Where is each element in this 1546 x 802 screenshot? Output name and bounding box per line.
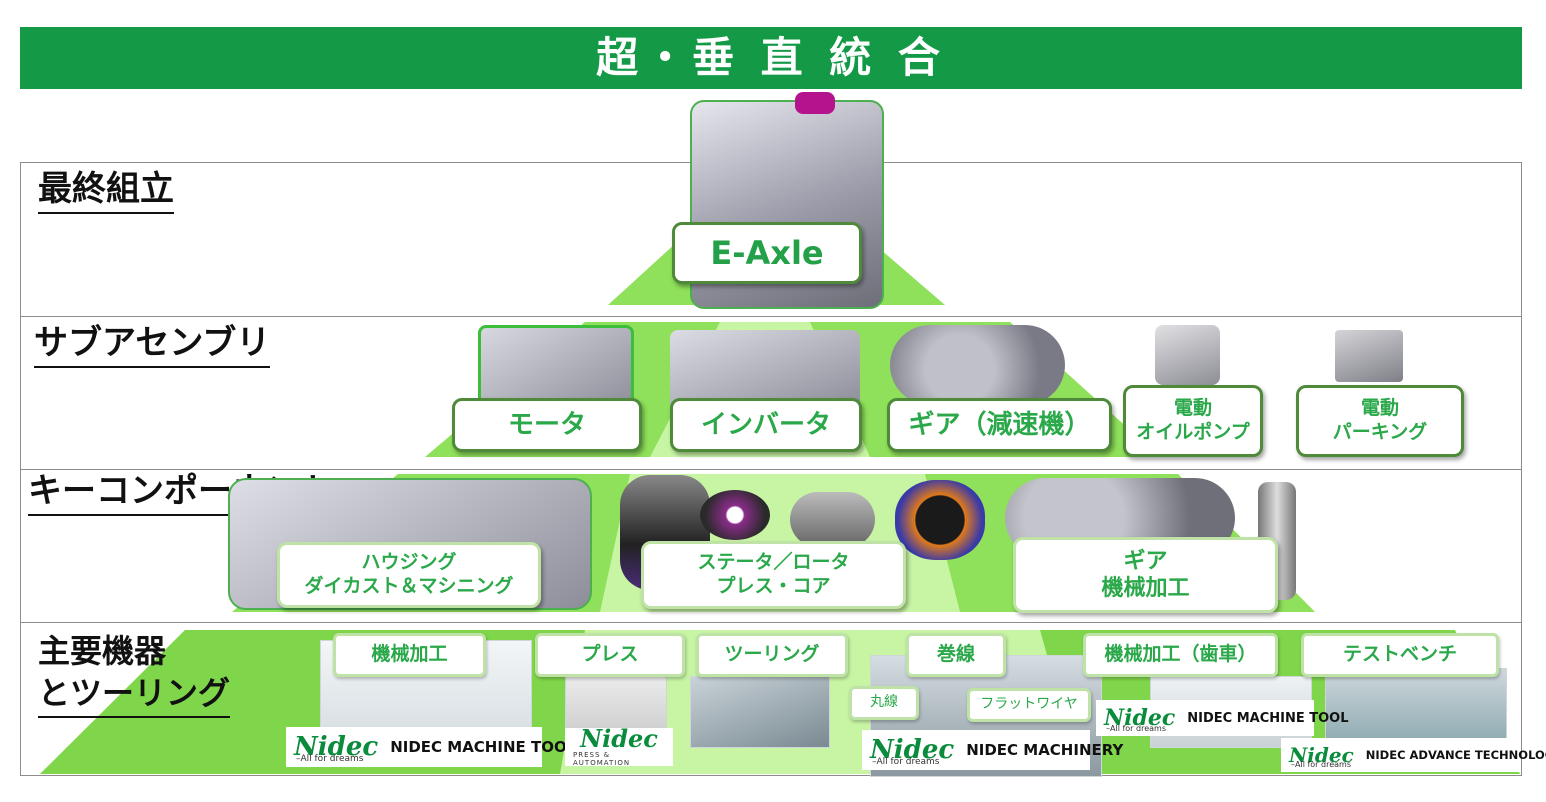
inverter-illustration (670, 330, 860, 410)
flat-wire-label: フラットワイヤ (967, 688, 1091, 722)
oil-pump-label-line-1: 電動 (1173, 397, 1212, 420)
gear-label-line-2: 機械加工 (1101, 576, 1190, 601)
title-banner: 超・垂 直 統 合 (20, 27, 1522, 89)
tier-label-equipment-2: とツーリング (38, 672, 231, 718)
nidec-logo-tagline: –All for dreams (1291, 760, 1351, 769)
nidec-logo-company: NIDEC MACHINE TOOL (1187, 710, 1349, 726)
tier-label-equipment-1: 主要機器 (38, 632, 167, 670)
nidec-machinery-logo: Nidec NIDEC MACHINERY –All for dreams (862, 730, 1123, 770)
housing-label-line-1: ハウジング (361, 551, 457, 574)
inverter-label: インバータ (670, 398, 862, 452)
tier-divider-1 (20, 316, 1522, 317)
nidec-machine-tool-logo-right: Nidec NIDEC MACHINE TOOL –All for dreams (1096, 700, 1349, 736)
electric-parking-label: 電動 パーキング (1296, 385, 1464, 457)
reducer-gear-label: ギア（減速機） (887, 398, 1112, 452)
press-label: プレス (535, 633, 685, 677)
housing-label: ハウジング ダイカスト＆マシニング (277, 542, 541, 608)
electric-oil-pump-label: 電動 オイルポンプ (1123, 385, 1263, 457)
oil-pump-label-line-2: オイルポンプ (1136, 421, 1250, 443)
tier-label-final: 最終組立 (38, 168, 174, 214)
motor-label: モータ (452, 398, 642, 452)
stator-label-line-1: ステータ／ロータ (697, 551, 850, 574)
tooling-photo (690, 676, 830, 748)
nidec-logo-division: PRESS & AUTOMATION (573, 751, 631, 767)
nidec-machine-tool-logo-left: Nidec NIDEC MACHINE TOOL –All for dreams (286, 727, 576, 767)
nidec-logo-mark: Nidec (580, 724, 658, 753)
test-bench-label: テストベンチ (1301, 633, 1499, 677)
nidec-logo-tagline: –All for dreams (296, 754, 364, 764)
gear-machining-key-label: ギア 機械加工 (1013, 537, 1278, 613)
nidec-logo-company: NIDEC MACHINERY (966, 741, 1124, 759)
parking-label-line-2: パーキング (1332, 421, 1428, 443)
machining-label: 機械加工 (333, 633, 486, 677)
wound-stator-illustration (895, 480, 985, 560)
e-axle-pipe (795, 92, 835, 114)
rotor-core-illustration (700, 490, 770, 540)
housing-label-line-2: ダイカスト＆マシニング (304, 575, 514, 597)
tier-divider-2 (20, 469, 1522, 470)
oil-pump-illustration (1155, 325, 1220, 385)
parking-label-line-1: 電動 (1360, 397, 1399, 420)
tier-divider-3 (20, 622, 1522, 623)
nidec-logo-mark: Nidec (294, 732, 379, 762)
tooling-label: ツーリング (696, 633, 848, 677)
winding-label: 巻線 (906, 633, 1006, 677)
stator-label-line-2: プレス・コア (716, 575, 831, 597)
nidec-logo-tagline: –All for dreams (872, 757, 940, 767)
nidec-logo-company: NIDEC MACHINE TOOL (390, 738, 577, 756)
round-wire-label: 丸線 (849, 686, 919, 720)
stator-rotor-label: ステータ／ロータ プレス・コア (641, 541, 906, 609)
nidec-logo-mark: Nidec (870, 735, 955, 765)
parking-illustration (1335, 330, 1403, 382)
nidec-logo-mark: Nidec (1289, 743, 1354, 767)
nidec-logo-tagline: –All for dreams (1106, 724, 1166, 733)
reducer-gear-illustration (890, 325, 1065, 405)
nidec-press-automation-logo: Nidec PRESS & AUTOMATION (565, 724, 673, 767)
tier-label-subassembly: サブアセンブリ (34, 322, 271, 368)
e-axle-label: E-Axle (672, 222, 862, 284)
nidec-logo-mark: Nidec (1104, 705, 1176, 731)
gear-machining-equipment-label: 機械加工（歯車） (1083, 633, 1278, 677)
nidec-logo-company: NIDEC ADVANCE TECHNOLOGY (1365, 748, 1546, 762)
gear-label-line-1: ギア (1123, 548, 1168, 574)
stator-core-illustration (790, 492, 875, 547)
nidec-advance-technology-logo: Nidec NIDEC ADVANCE TECHNOLOGY –All for … (1281, 738, 1546, 772)
